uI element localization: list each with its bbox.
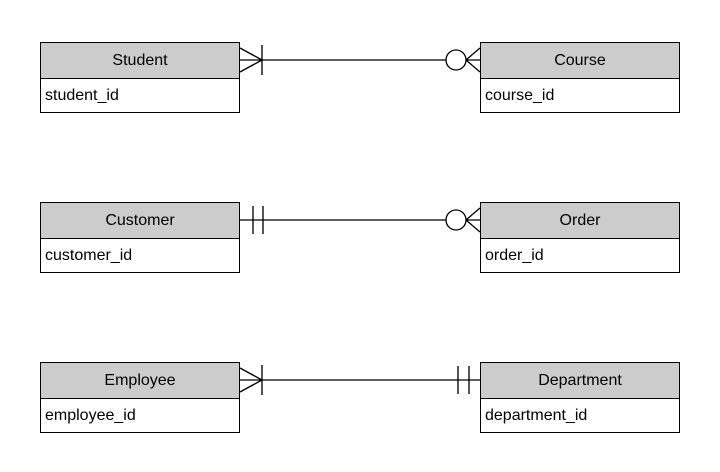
- one-or-many-icon: [239, 45, 263, 75]
- entity-order[interactable]: Order order_id: [480, 202, 680, 273]
- entity-title: Customer: [41, 203, 239, 239]
- zero-or-many-icon: [445, 207, 481, 233]
- entity-title: Student: [41, 43, 239, 79]
- one-or-many-icon: [239, 365, 263, 395]
- entity-student[interactable]: Student student_id: [40, 42, 240, 113]
- entity-attribute: department_id: [481, 399, 679, 432]
- entity-title: Course: [481, 43, 679, 79]
- entity-employee[interactable]: Employee employee_id: [40, 362, 240, 433]
- entity-title: Department: [481, 363, 679, 399]
- exactly-one-icon: [252, 206, 264, 234]
- entity-attribute: course_id: [481, 79, 679, 112]
- entity-attribute: order_id: [481, 239, 679, 272]
- exactly-one-icon: [457, 366, 470, 394]
- connector-employee-department[interactable]: [239, 365, 480, 395]
- entity-attribute: student_id: [41, 79, 239, 112]
- entity-department[interactable]: Department department_id: [480, 362, 680, 433]
- connector-student-course[interactable]: [239, 45, 481, 75]
- entity-title: Employee: [41, 363, 239, 399]
- entity-title: Order: [481, 203, 679, 239]
- connector-customer-order[interactable]: [240, 206, 481, 234]
- zero-or-many-icon: [445, 47, 481, 73]
- entity-attribute: customer_id: [41, 239, 239, 272]
- entity-attribute: employee_id: [41, 399, 239, 432]
- entity-course[interactable]: Course course_id: [480, 42, 680, 113]
- entity-customer[interactable]: Customer customer_id: [40, 202, 240, 273]
